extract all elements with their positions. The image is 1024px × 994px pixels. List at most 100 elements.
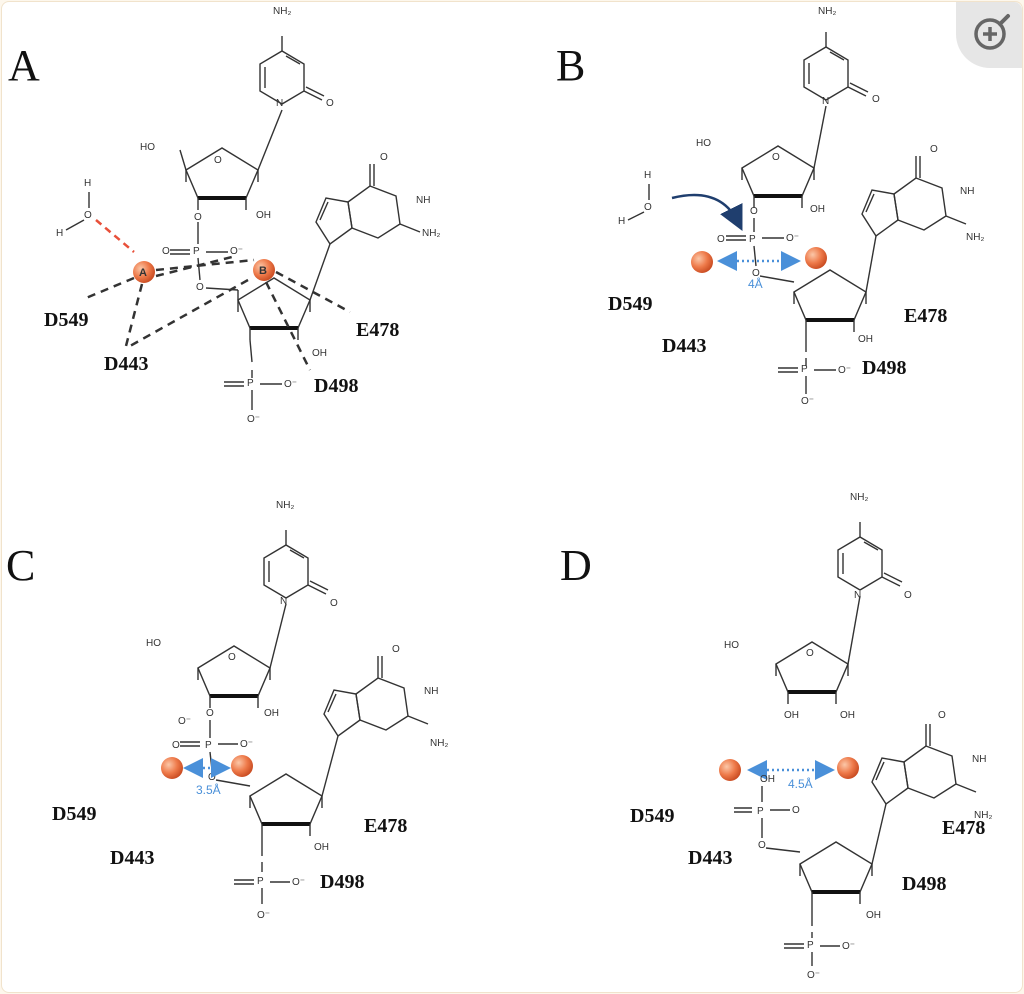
cytosine-a — [259, 35, 325, 105]
atom-label: N — [280, 596, 287, 607]
ribose-d-lower — [798, 840, 874, 906]
atom-label: O — [806, 648, 814, 659]
residue-d443-a: D443 — [104, 353, 148, 375]
residue-d498-a: D498 — [314, 375, 358, 397]
atom-label: H — [644, 170, 651, 181]
panel-b: B NH₂ N O HO O OH O P O O⁻ O OH P — [556, 6, 984, 407]
atom-label: NH₂ — [850, 492, 868, 503]
atom-label: O⁻ — [284, 379, 297, 390]
guanine-b — [861, 155, 967, 237]
atom-label: P — [257, 876, 264, 887]
atom-label: H — [618, 216, 625, 227]
residue-d498-c: D498 — [320, 871, 364, 893]
metal-ion-2 — [231, 755, 253, 777]
atom-label: HO — [724, 640, 739, 651]
atom-label: O — [872, 94, 880, 105]
ion-label-b: B — [259, 265, 267, 277]
atom-label: O — [904, 590, 912, 601]
ion-label-a: A — [139, 267, 147, 279]
guanine-a — [315, 163, 421, 245]
atom-label: O⁻ — [247, 414, 260, 425]
atom-label: N — [854, 590, 861, 601]
atom-label: O — [750, 206, 758, 217]
atom-label: P — [801, 364, 808, 375]
atom-label: O⁻ — [801, 396, 814, 407]
atom-label: OH — [858, 334, 873, 345]
panel-c: C NH₂ N O HO O OH O P O O⁻ O⁻ O OH P — [6, 500, 448, 921]
residue-d498-b: D498 — [862, 357, 906, 379]
atom-label: O — [717, 234, 725, 245]
ribose-a-lower — [236, 276, 312, 342]
atom-label: NH₂ — [430, 738, 448, 749]
ribose-b-lower — [792, 268, 868, 334]
panel-a: A NH₂ N O HO O OH O P O O⁻ O OH — [8, 6, 440, 425]
atom-label: O — [930, 144, 938, 155]
atom-label: O⁻ — [230, 246, 243, 257]
atom-label: NH — [424, 686, 438, 697]
atom-label: NH₂ — [966, 232, 984, 243]
atom-label: O — [214, 155, 222, 166]
atom-label: OH — [760, 774, 775, 785]
atom-label: O⁻ — [257, 910, 270, 921]
residue-d549-c: D549 — [52, 803, 96, 825]
residue-e478-a: E478 — [356, 319, 399, 341]
metal-ion-1 — [691, 251, 713, 273]
residue-e478-d: E478 — [942, 817, 985, 839]
atom-label: O — [172, 740, 180, 751]
atom-label: O⁻ — [807, 970, 820, 981]
atom-label: HO — [146, 638, 161, 649]
atom-label: O — [206, 708, 214, 719]
atom-label: O — [752, 268, 760, 279]
water-attack-bond — [95, 219, 135, 253]
atom-label: NH₂ — [818, 6, 836, 17]
panel-letter-a: A — [8, 41, 40, 90]
atom-label: O — [938, 710, 946, 721]
atom-label: P — [757, 806, 764, 817]
metal-ion-2 — [837, 757, 859, 779]
cytosine-b — [803, 31, 869, 101]
residue-e478-c: E478 — [364, 815, 407, 837]
atom-label: P — [193, 246, 200, 257]
atom-label: O⁻ — [786, 233, 799, 244]
ribose-c-lower — [248, 772, 324, 838]
atom-label: O — [326, 98, 334, 109]
atom-label: O⁻ — [842, 941, 855, 952]
atom-label: HO — [140, 142, 155, 153]
atom-label: N — [822, 96, 829, 107]
metal-ion-2 — [805, 247, 827, 269]
ion-distance-label: 4Å — [748, 276, 763, 291]
atom-label: OH — [866, 910, 881, 921]
panel-d: D NH₂ N O HO O OH OH O NH NH₂ 4.5Å OH P … — [560, 492, 992, 981]
atom-label: O⁻ — [838, 365, 851, 376]
atom-label: NH — [960, 186, 974, 197]
residue-e478-b: E478 — [904, 305, 947, 327]
atom-label: NH — [972, 754, 986, 765]
metal-ion-a — [133, 261, 155, 283]
atom-label: HO — [696, 138, 711, 149]
ribose-a-upper — [184, 146, 260, 212]
atom-label: O — [194, 212, 202, 223]
residue-d443-b: D443 — [662, 335, 706, 357]
panel-letter-d: D — [560, 541, 592, 590]
metal-ion-b — [253, 259, 275, 281]
zoom-button[interactable] — [956, 2, 1022, 68]
atom-label: O — [792, 805, 800, 816]
atom-label: NH₂ — [276, 500, 294, 511]
atom-label: NH₂ — [422, 228, 440, 239]
atom-label: P — [205, 740, 212, 751]
ion-distance-label: 3.5Å — [196, 782, 221, 797]
atom-label: O — [162, 246, 170, 257]
atom-label: NH₂ — [974, 810, 992, 821]
atom-label: O — [772, 152, 780, 163]
atom-label: OH — [840, 710, 855, 721]
atom-label: O — [644, 202, 652, 213]
metal-ion-1 — [719, 759, 741, 781]
zoom-in-icon — [974, 14, 1010, 50]
cytosine-d — [837, 521, 903, 591]
residue-d498-d: D498 — [902, 873, 946, 895]
residue-d549-d: D549 — [630, 805, 674, 827]
atom-label: O — [196, 282, 204, 293]
atom-label: O — [208, 772, 216, 783]
